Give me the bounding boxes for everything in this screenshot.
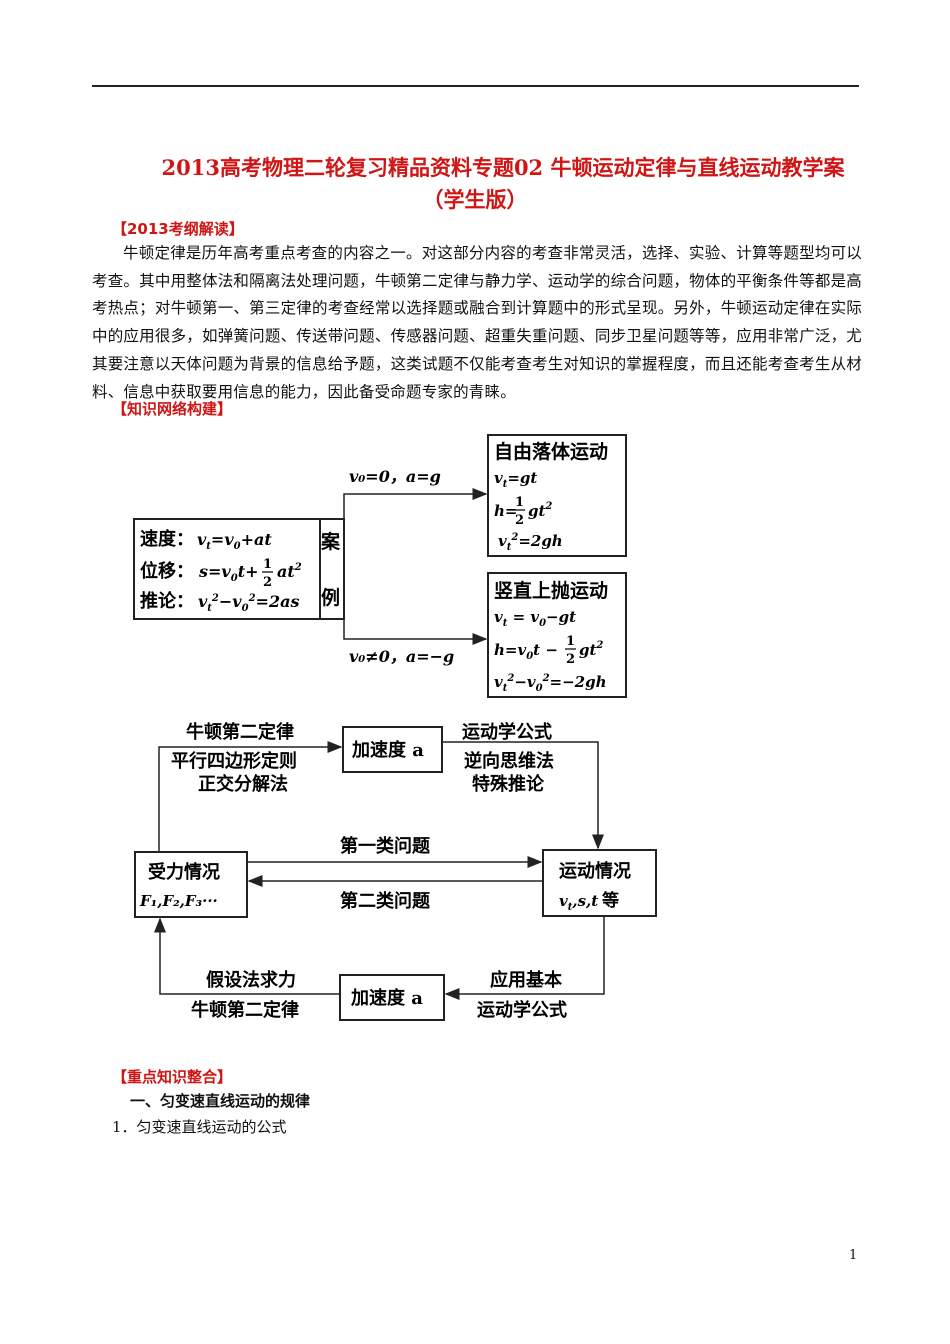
first-problem-label: 第一类问题 (340, 835, 431, 857)
upper-branch-arrow (343, 488, 488, 519)
svg-text:2: 2 (515, 513, 524, 528)
top-right-label-1: 运动学公式 (462, 721, 552, 743)
bottom-left-label-2: 牛顿第二定律 (191, 999, 299, 1021)
top-left-label-2: 平行四边形定则 (171, 750, 297, 772)
accel-to-force-arrow (154, 917, 340, 995)
svg-text:1: 1 (515, 495, 524, 510)
svg-text:vt = v0−gt: vt = v0−gt (494, 608, 576, 629)
lower-branch-arrow (343, 619, 488, 645)
svg-text:gt2: gt2 (579, 640, 603, 659)
svg-text:vt,s,t: vt,s,t (559, 892, 598, 913)
inference-formula: vt2−v02=2as (198, 592, 299, 614)
example-label: 例 (321, 586, 340, 609)
svg-text:2: 2 (566, 652, 575, 667)
section-subheading: 1．匀变速直线运动的公式 (112, 1118, 287, 1136)
section-label-knowledge-network: 【知识网络构建】 (112, 400, 233, 418)
motion-box-sub-suffix: 等 (602, 890, 619, 911)
svg-text:1: 1 (566, 634, 575, 649)
accel-to-motion-arrow (442, 741, 604, 850)
top-right-label-2: 逆向思维法 (464, 750, 554, 772)
displacement-formula: s=v0t+ (198, 562, 258, 584)
svg-text:vt=gt: vt=gt (494, 469, 537, 490)
case-example-column (319, 518, 345, 620)
acceleration-box-top (342, 726, 443, 773)
svg-text:at2: at2 (277, 562, 302, 581)
force-box (134, 851, 248, 918)
second-problem-label: 第二类问题 (340, 890, 431, 912)
free-fall-title: 自由落体运动 (494, 440, 608, 463)
svg-text:2: 2 (263, 575, 272, 590)
svg-text:h=: h= (494, 502, 517, 520)
svg-text:vt2=2gh: vt2=2gh (498, 532, 563, 553)
document-title: 2013高考物理二轮复习精品资料专题02 牛顿运动定律与直线运动教学案 (161, 155, 845, 180)
top-right-label-3: 特殊推论 (472, 773, 545, 795)
upper-branch-condition: v₀=0，a=g (349, 467, 441, 486)
page-number: 1 (849, 1248, 858, 1263)
top-left-label-3: 正交分解法 (198, 773, 288, 795)
motion-to-accel-arrow (444, 916, 605, 1000)
motion-box (542, 849, 657, 917)
header-rule (92, 85, 859, 87)
svg-text:vt2−v02=−2gh: vt2−v02=−2gh (494, 673, 607, 694)
lower-branch-condition: v₀≠0，a=−g (349, 647, 454, 666)
velocity-label: 速度： (140, 528, 194, 550)
inference-label: 推论： (140, 590, 194, 612)
section-label-syllabus: 【2013考纲解读】 (112, 220, 244, 238)
svg-text:1: 1 (263, 557, 272, 572)
force-to-accel-arrow (158, 741, 343, 852)
top-left-label-1: 牛顿第二定律 (186, 721, 294, 743)
bottom-left-label-1: 假设法求力 (206, 969, 296, 991)
acceleration-top-label: 加速度 a (351, 739, 424, 761)
force-box-sub: F₁,F₂,F₃··· (139, 892, 218, 910)
svg-text:gt2: gt2 (528, 501, 552, 520)
section-label-key-knowledge: 【重点知识整合】 (112, 1068, 233, 1086)
section-heading: 一、匀变速直线运动的规律 (130, 1092, 311, 1110)
free-fall-box (487, 434, 627, 557)
case-label: 案 (320, 530, 341, 553)
velocity-formula: vt=v0+at (197, 530, 272, 552)
force-box-title: 受力情况 (148, 861, 220, 883)
motion-box-title: 运动情况 (559, 861, 631, 882)
vertical-throw-title: 竖直上抛运动 (494, 579, 608, 602)
acceleration-box-bottom (339, 974, 445, 1021)
svg-text:h=v0t −: h=v0t − (494, 641, 558, 662)
displacement-label: 位移： (140, 560, 194, 582)
document-subtitle: （学生版） (422, 187, 528, 212)
bottom-right-label-1: 应用基本 (490, 969, 562, 991)
acceleration-bottom-label: 加速度 a (350, 987, 423, 1009)
vertical-throw-box (487, 572, 627, 698)
bottom-right-label-2: 运动学公式 (477, 999, 567, 1021)
syllabus-paragraph: 牛顿定律是历年高考重点考查的内容之一。对这部分内容的考查非常灵活，选择、实验、计… (92, 244, 862, 401)
